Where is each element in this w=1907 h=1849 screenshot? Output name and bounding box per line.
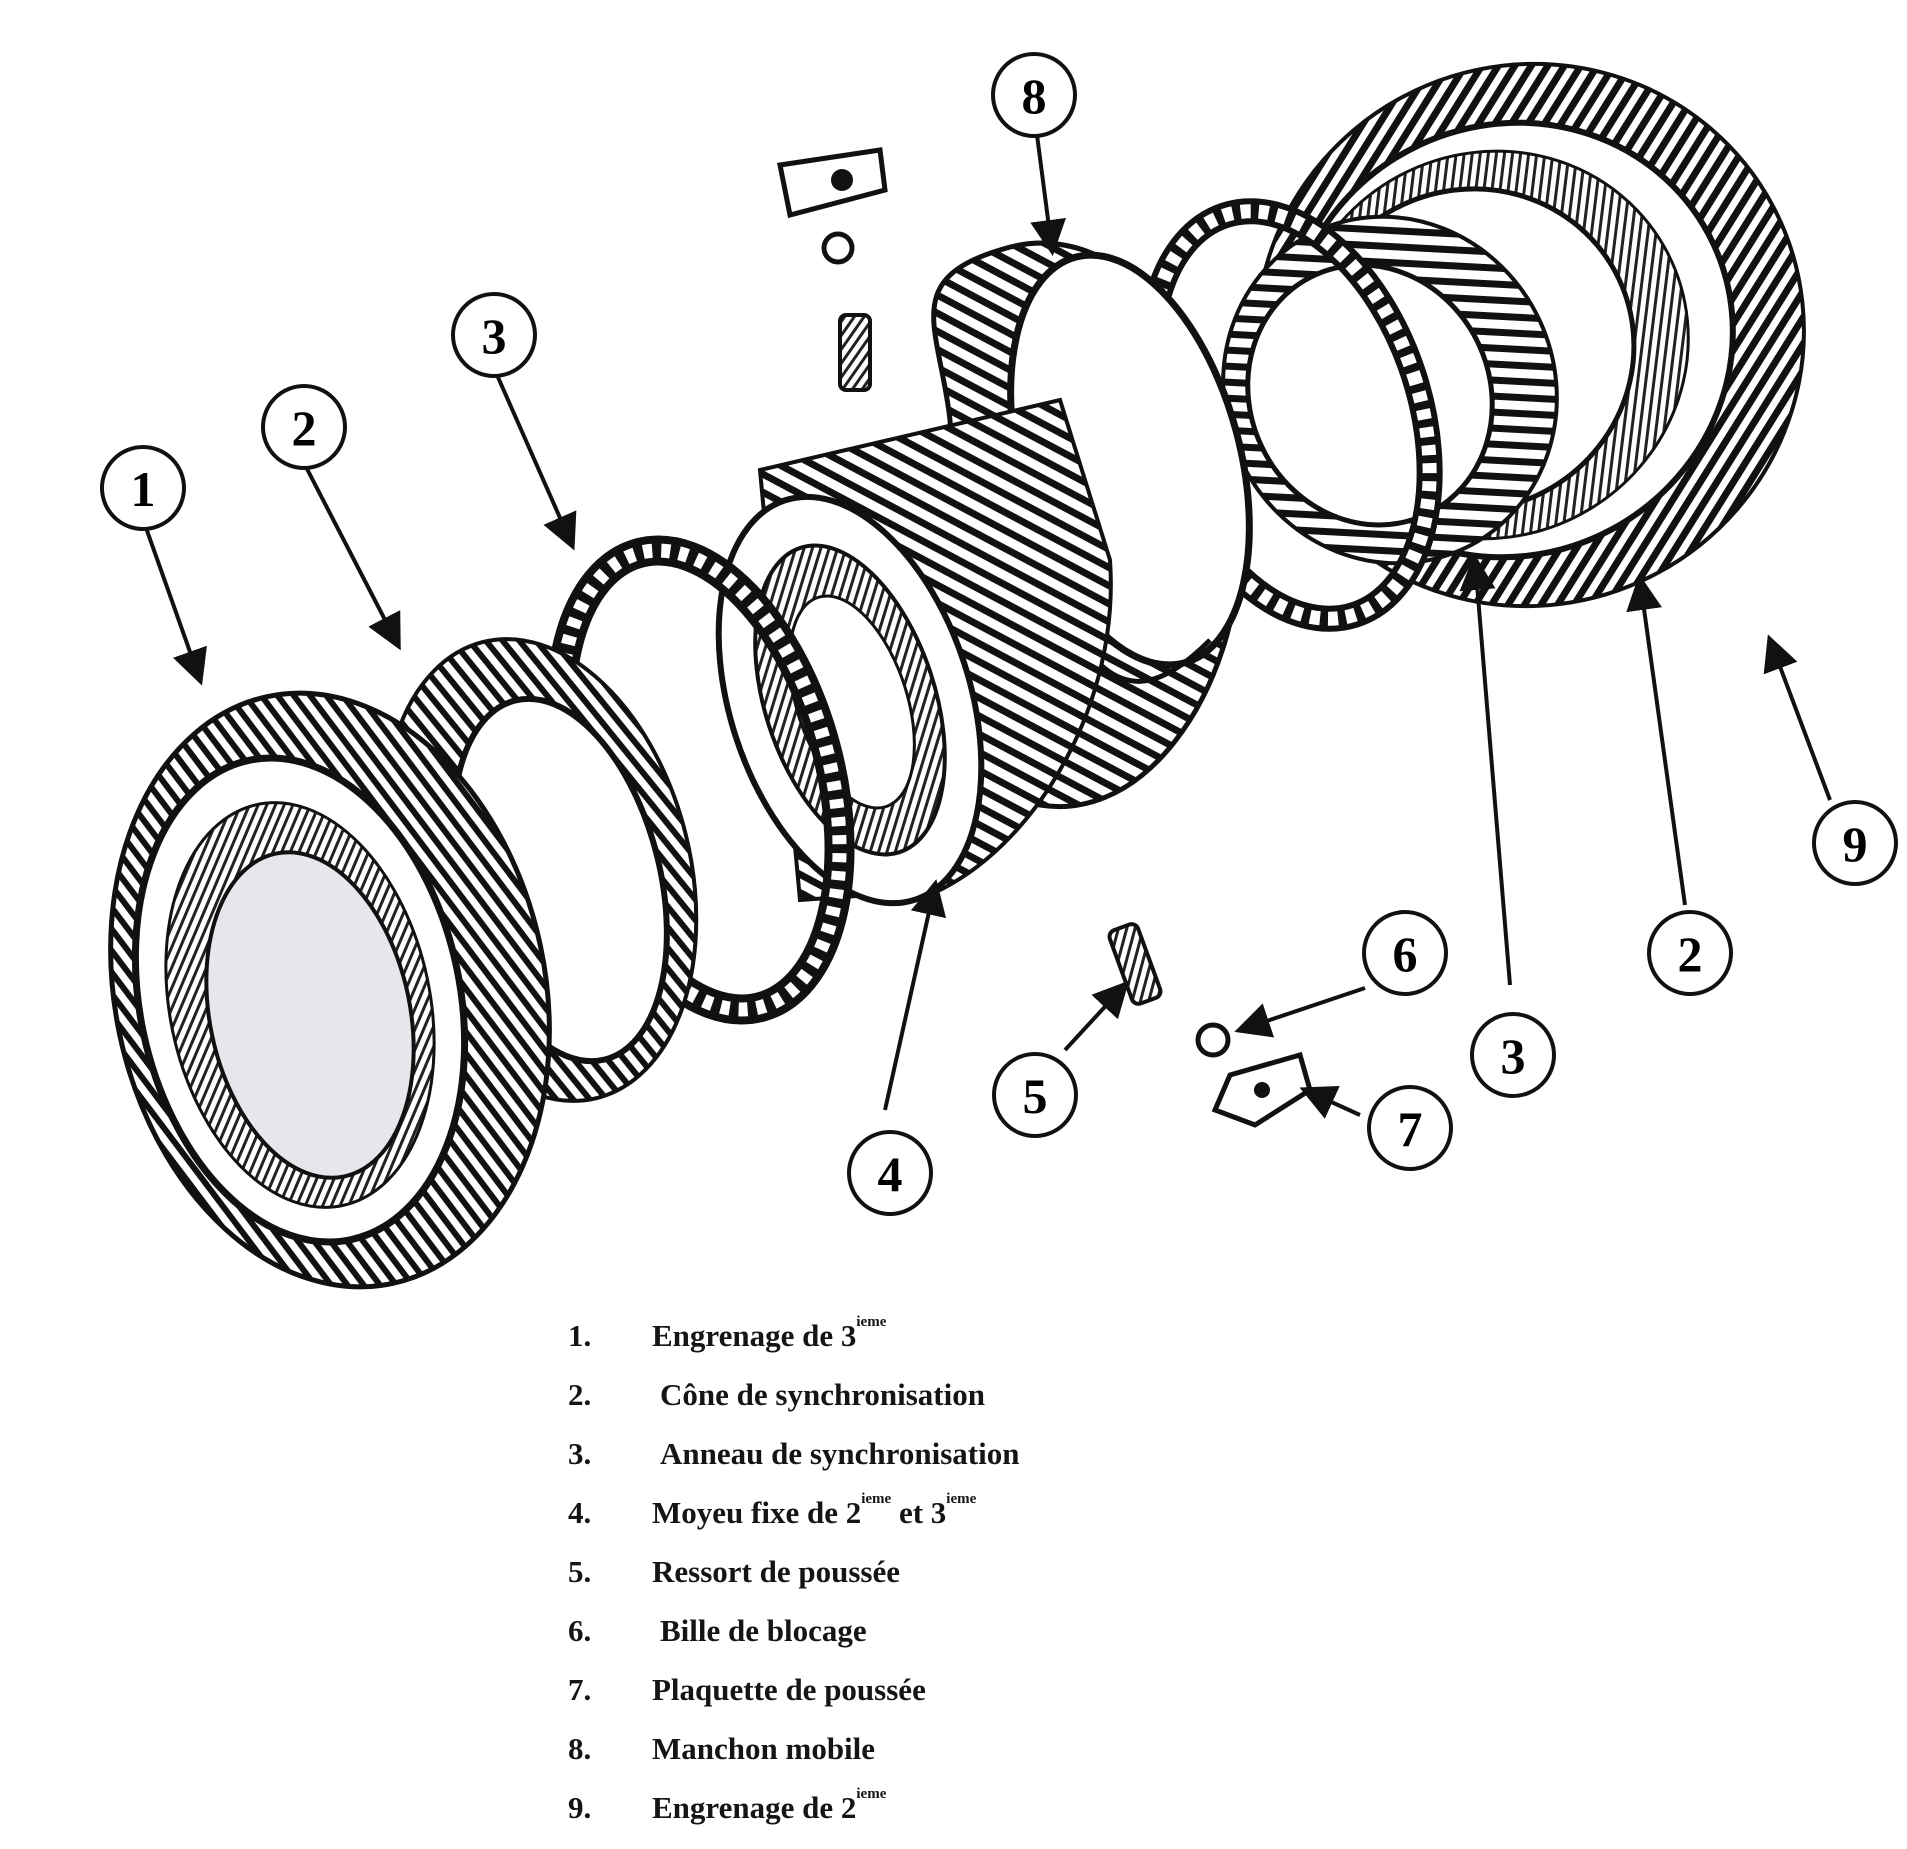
- callout-8-label: 8: [1022, 68, 1047, 124]
- callout-8: 8: [991, 52, 1077, 138]
- legend-number: 4.: [568, 1495, 592, 1530]
- top-detent-assembly: [777, 147, 888, 392]
- callout-7: 7: [1367, 1085, 1453, 1171]
- thrust-plate-part: [1211, 1051, 1313, 1128]
- legend-item-3: 3. Anneau de synchronisation: [560, 1436, 1260, 1495]
- callout-4-label: 4: [878, 1146, 903, 1202]
- callout-3-right-label: 3: [1501, 1028, 1526, 1084]
- callout-2-left: 2: [261, 384, 347, 470]
- callout-7-label: 7: [1398, 1101, 1423, 1157]
- callout-1-label: 1: [131, 461, 156, 517]
- legend-number: 1.: [568, 1318, 592, 1353]
- legend-label: Ressort de poussée: [652, 1554, 900, 1589]
- callout-2-right: 2: [1647, 910, 1733, 996]
- legend-item-2: 2. Cône de synchronisation: [560, 1377, 1260, 1436]
- callout-6-label: 6: [1393, 926, 1418, 982]
- legend-number: 5.: [568, 1554, 592, 1589]
- legend-label: Engrenage de 2ieme: [652, 1786, 887, 1825]
- legend-item-6: 6. Bille de blocage: [560, 1613, 1260, 1672]
- parts-legend: 1. Engrenage de 3ieme 2. Cône de synchro…: [560, 1314, 1260, 1849]
- legend-number: 8.: [568, 1731, 592, 1766]
- legend-number: 2.: [568, 1377, 592, 1412]
- callout-2-right-label: 2: [1678, 926, 1703, 982]
- callout-5-label: 5: [1023, 1068, 1048, 1124]
- legend-label: Bille de blocage: [660, 1613, 867, 1648]
- legend-number: 7.: [568, 1672, 592, 1707]
- legend-number: 6.: [568, 1613, 592, 1648]
- locking-ball-part: [1195, 1022, 1231, 1058]
- callout-6: 6: [1362, 910, 1448, 996]
- legend-label: Plaquette de poussée: [652, 1672, 926, 1707]
- callout-2-left-label: 2: [292, 400, 317, 456]
- gearbox-synchronizer-diagram: 1 2 3 8 9 2 3 4 5 6 7: [100, 52, 1898, 1290]
- leader-lines: [143, 134, 1832, 1119]
- callout-9: 9: [1812, 800, 1898, 886]
- legend-item-7: 7. Plaquette de poussée: [560, 1672, 1260, 1731]
- legend-label: Manchon mobile: [652, 1731, 876, 1766]
- callout-3-right: 3: [1470, 1012, 1556, 1098]
- callout-1: 1: [100, 445, 186, 531]
- legend-label: Cône de synchronisation: [660, 1377, 985, 1412]
- legend-item-1: 1. Engrenage de 3ieme: [560, 1314, 1260, 1377]
- callout-5: 5: [992, 1052, 1078, 1138]
- legend-label: Anneau de synchronisation: [660, 1436, 1020, 1471]
- legend-item-9: 9. Engrenage de 2ieme: [560, 1786, 1260, 1849]
- legend-label: Moyeu fixe de 2ieme et 3ieme: [652, 1491, 977, 1530]
- legend-number: 3.: [568, 1436, 592, 1471]
- gear-3rd-part: [108, 690, 552, 1290]
- callout-9-label: 9: [1843, 816, 1868, 872]
- legend-label: Engrenage de 3ieme: [652, 1314, 887, 1353]
- legend-item-8: 8. Manchon mobile: [560, 1731, 1260, 1790]
- legend-number: 9.: [568, 1790, 592, 1825]
- thrust-spring-part: [1107, 922, 1163, 1006]
- fixed-hub-part: [715, 397, 1113, 907]
- legend-item-5: 5. Ressort de poussée: [560, 1554, 1260, 1613]
- legend-item-4: 4. Moyeu fixe de 2ieme et 3ieme: [560, 1491, 1260, 1554]
- callout-4: 4: [847, 1130, 933, 1216]
- callout-3-left: 3: [451, 292, 537, 378]
- callout-3-left-label: 3: [482, 308, 507, 364]
